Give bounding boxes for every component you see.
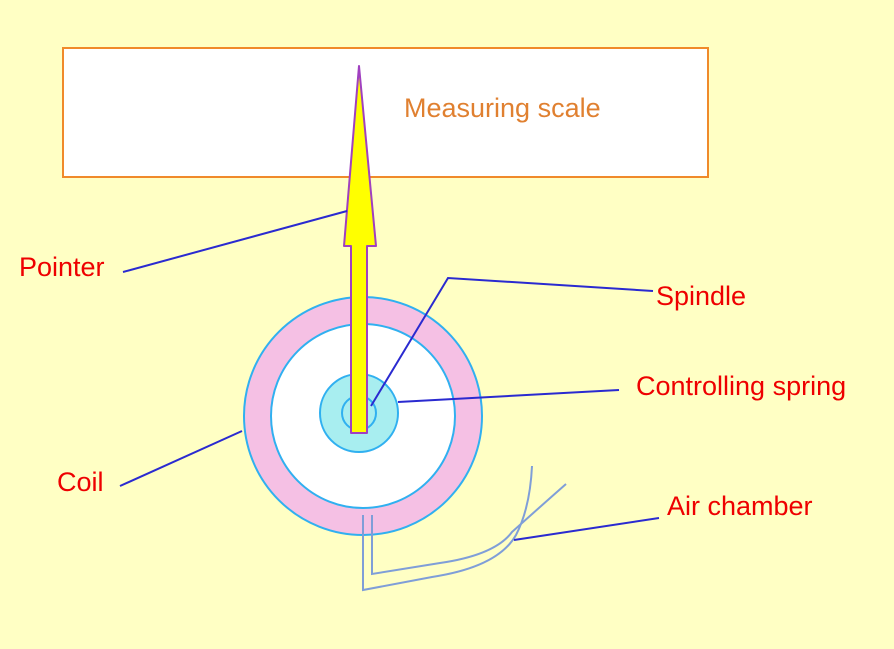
spindle-leader-line xyxy=(370,276,654,407)
pointer-label: Pointer xyxy=(19,252,105,282)
air-chamber-label: Air chamber xyxy=(667,491,813,521)
air-chamber-outer xyxy=(362,465,533,592)
air-chamber-leader-line xyxy=(513,517,660,541)
controlling-spring-leader-line xyxy=(397,389,620,403)
pointer xyxy=(343,65,377,434)
coil-label: Coil xyxy=(57,467,104,497)
spindle-label: Spindle xyxy=(656,281,747,311)
measuring-scale-label: Measuring scale xyxy=(404,93,601,123)
air-chamber-inner xyxy=(371,483,567,576)
coil-leader-line xyxy=(119,430,243,487)
measuring-scale-box xyxy=(62,47,709,178)
pointer-leader-line xyxy=(122,210,348,273)
controlling-spring-label: Controlling spring xyxy=(636,371,847,401)
